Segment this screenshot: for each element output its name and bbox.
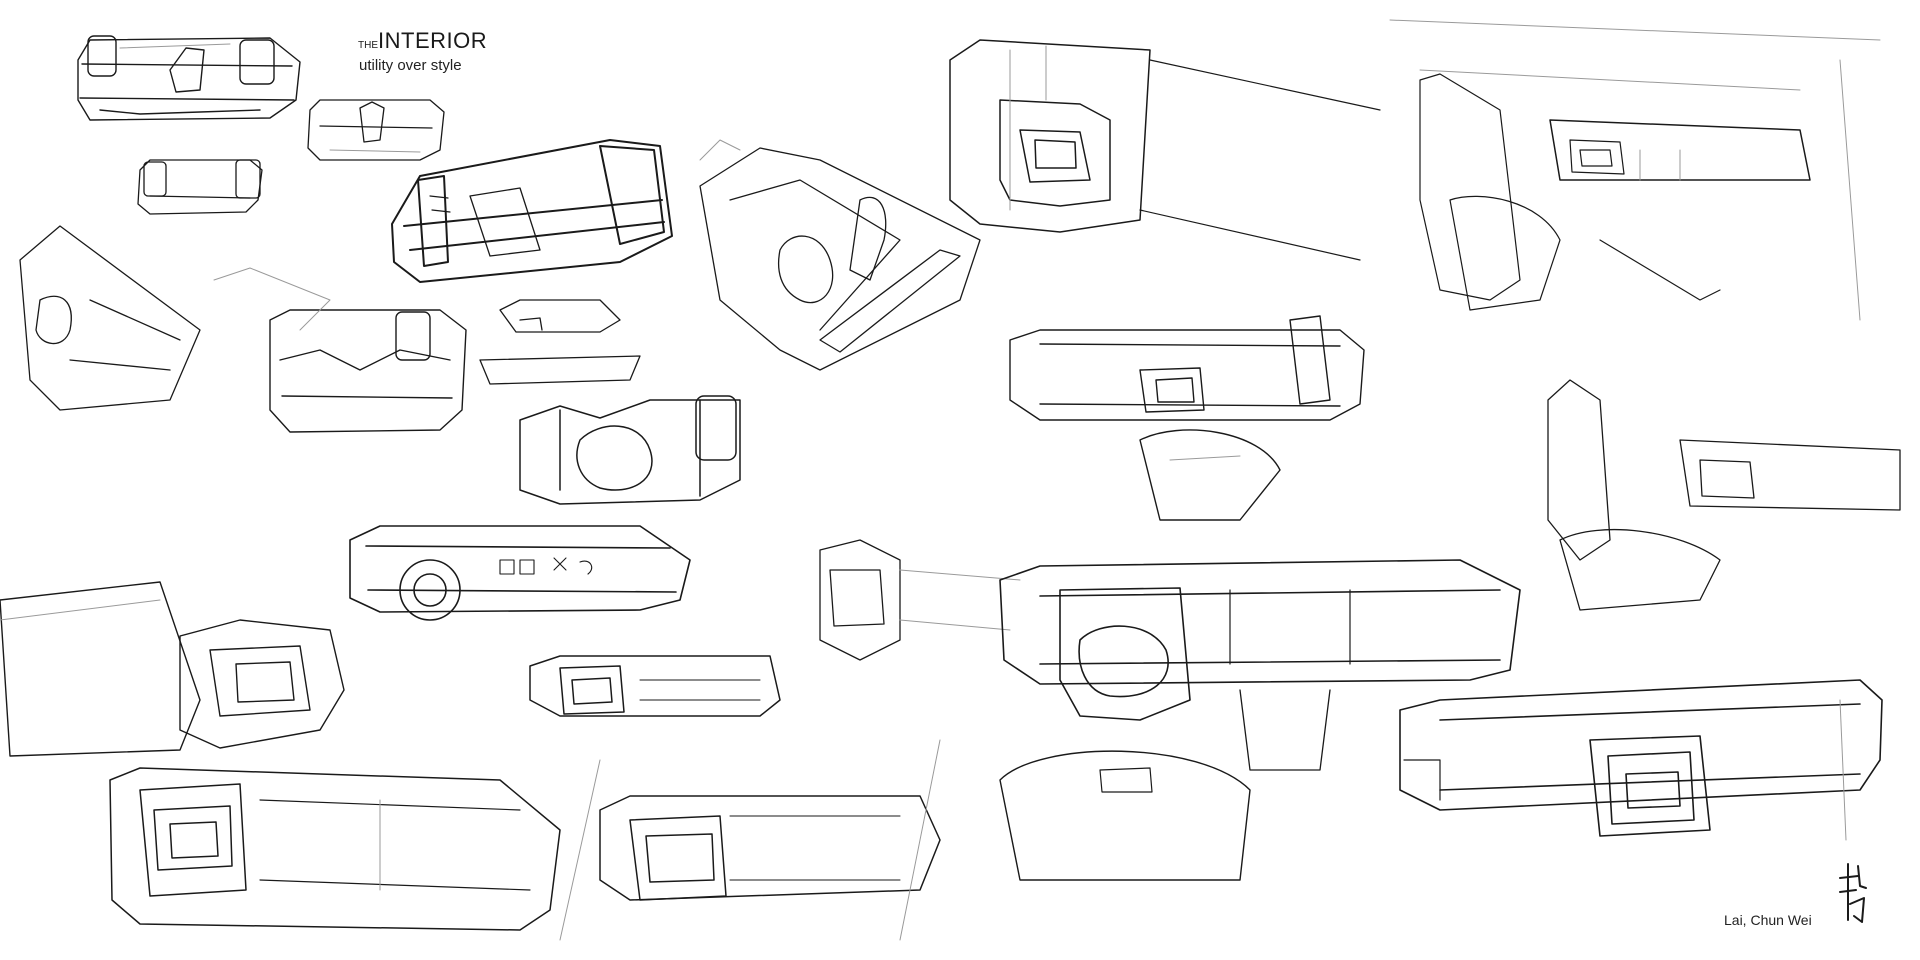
sheet-subtitle: utility over style: [359, 57, 462, 74]
author-credit: Lai, Chun Wei: [1724, 912, 1812, 928]
sheet-title-block: THEINTERIOR utility over style: [358, 30, 487, 75]
sketch-cockpit-seats: [699, 139, 981, 371]
sketch-dashboard-perspective: [819, 539, 1021, 661]
sketch-dashboard-top-center: [949, 39, 1381, 261]
sketch-tray-small: [137, 159, 263, 215]
sketch-seat-tray-left: [19, 225, 201, 411]
sketch-console-middle: [529, 655, 781, 717]
title-main: INTERIOR: [378, 28, 488, 53]
sketch-dashboard-bin: [213, 267, 467, 433]
sketch-steering-console: [519, 395, 741, 505]
sketch-interior-perspective: [1389, 19, 1881, 321]
sketch-dashboard-lower-left: [109, 767, 561, 931]
sketch-steering-left: [0, 581, 345, 757]
sketch-dashboard-center-right: [999, 559, 1521, 881]
sketch-seat-right: [1547, 379, 1901, 611]
title-prefix: THE: [358, 40, 378, 51]
sketch-dashboard-lower-center: [559, 739, 941, 941]
sketch-console-vents: [349, 525, 691, 621]
sketch-dashboard-wide: [1009, 315, 1365, 521]
sketch-console-small: [307, 99, 445, 161]
sketch-dashboard-angled: [391, 139, 673, 283]
sketch-dashboard-lower-right: [1399, 679, 1883, 841]
sheet-title: THEINTERIOR: [358, 30, 487, 52]
signature-mark: [1839, 863, 1867, 923]
sketch-floating-tray: [479, 299, 641, 385]
sketch-dashboard-top-left: [77, 35, 301, 121]
